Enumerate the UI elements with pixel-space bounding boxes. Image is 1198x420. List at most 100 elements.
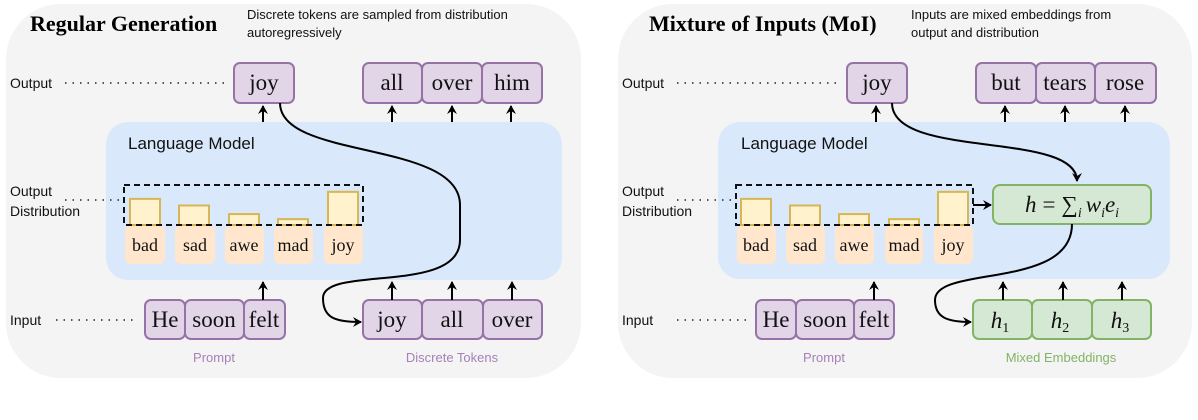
- token-text: He: [152, 307, 179, 332]
- dist-token-mad: mad: [889, 235, 920, 255]
- dist-label-box: [274, 225, 313, 264]
- output-distribution-label-line2: Distribution: [622, 203, 692, 219]
- dist-token-bad: bad: [132, 235, 158, 255]
- output-row-label: Output: [10, 75, 52, 91]
- svg-text:h1: h1: [991, 308, 1010, 336]
- token-text: but: [991, 70, 1021, 95]
- distribution-bars: [129, 190, 359, 227]
- token-text: soon: [192, 307, 236, 332]
- output-token-rose: rose: [1094, 62, 1157, 104]
- distribution-dashed-frame: [735, 184, 974, 226]
- token-text: joy: [376, 307, 407, 332]
- dist-label-box: [324, 225, 363, 264]
- probability-bar-awe: [228, 213, 260, 227]
- mixed-embedding-h1: h1: [972, 299, 1033, 340]
- token-text: soon: [803, 307, 847, 332]
- token-text: him: [494, 70, 530, 95]
- mixture-to-input-curve-arrow: [933, 223, 1073, 327]
- output-token-joy: joy: [233, 62, 295, 104]
- dist-label-box: [737, 225, 776, 264]
- token-text: rose: [1106, 70, 1144, 95]
- token-text: all: [441, 307, 464, 332]
- output-row-label: Output: [622, 75, 664, 91]
- discrete-tokens-caption: Discrete Tokens: [406, 350, 499, 365]
- input-token-all: all: [421, 299, 484, 340]
- language-model-label: Language Model: [128, 134, 255, 153]
- input-row-label: Input: [10, 312, 41, 328]
- prompt-token-felt: felt: [243, 299, 286, 340]
- token-text: joy: [861, 70, 892, 95]
- dist-label-box: [786, 225, 825, 264]
- dist-token-joy: joy: [940, 235, 964, 255]
- dist-token-awe: awe: [840, 235, 869, 255]
- token-text: joy: [248, 70, 279, 95]
- output-token-tears: tears: [1035, 62, 1096, 104]
- dist-label-box: [835, 225, 874, 264]
- dist-token-sad: sad: [183, 235, 207, 255]
- prompt-token-he: He: [144, 299, 186, 340]
- distribution-bars: [740, 190, 969, 227]
- probability-bar-bad: [740, 197, 772, 226]
- dist-label-box: [885, 225, 923, 264]
- probability-bar-awe: [838, 213, 870, 227]
- token-text: tears: [1043, 70, 1086, 95]
- probability-bar-sad: [178, 204, 210, 226]
- dist-label-box: [934, 225, 973, 264]
- dist-token-mad: mad: [278, 235, 309, 255]
- distribution-labels: bad sad awe mad joy: [737, 225, 973, 264]
- feedback-curve-arrow: [279, 102, 461, 327]
- dist-token-awe: awe: [230, 235, 259, 255]
- dist-label-box: [175, 225, 215, 264]
- svg-text:h2: h2: [1051, 308, 1070, 336]
- token-text: over: [492, 307, 533, 332]
- distribution-labels: bad sad awe mad joy: [125, 225, 363, 264]
- output-token-joy: joy: [846, 62, 908, 104]
- output-to-mixture-curve-arrow: [891, 102, 1082, 182]
- panel-subtitle-line1: Discrete tokens are sampled from distrib…: [247, 7, 508, 22]
- output-token-over: over: [421, 62, 483, 104]
- token-text: felt: [859, 307, 890, 332]
- dist-label-box: [125, 225, 165, 264]
- panel-title: Regular Generation: [30, 11, 217, 36]
- dist-token-bad: bad: [743, 235, 769, 255]
- output-token-him: him: [481, 62, 543, 104]
- token-text: all: [381, 70, 404, 95]
- output-distribution-label-line1: Output: [622, 183, 664, 199]
- svg-text:h3: h3: [1111, 308, 1130, 336]
- output-token-all: all: [362, 62, 423, 104]
- prompt-token-he: He: [755, 299, 797, 340]
- token-text: felt: [249, 307, 280, 332]
- probability-bar-joy: [327, 190, 359, 227]
- input-row-label: Input: [622, 312, 653, 328]
- prompt-token-soon: soon: [184, 299, 245, 340]
- panel-subtitle-line1: Inputs are mixed embeddings from: [911, 7, 1111, 22]
- mixture-of-inputs-panel: Mixture of Inputs (MoI) Inputs are mixed…: [618, 4, 1192, 378]
- output-token-but: but: [975, 62, 1037, 104]
- token-text: over: [432, 70, 473, 95]
- probability-bar-joy: [937, 190, 969, 227]
- panel-title: Mixture of Inputs (MoI): [649, 11, 877, 36]
- dist-token-joy: joy: [330, 235, 354, 255]
- regular-generation-panel: Regular Generation Discrete tokens are s…: [6, 4, 581, 378]
- prompt-token-soon: soon: [795, 299, 855, 340]
- probability-bar-sad: [789, 204, 821, 226]
- prompt-caption: Prompt: [803, 350, 845, 365]
- token-text: He: [763, 307, 790, 332]
- output-distribution-label-line1: Output: [10, 183, 52, 199]
- prompt-caption: Prompt: [193, 350, 235, 365]
- output-distribution-label-line2: Distribution: [10, 203, 80, 219]
- input-token-joy: joy: [362, 299, 423, 340]
- prompt-token-felt: felt: [853, 299, 895, 340]
- mixed-embedding-h2: h2: [1031, 299, 1093, 340]
- language-model-label: Language Model: [741, 134, 868, 153]
- probability-bar-bad: [129, 197, 161, 226]
- dist-label-box: [225, 225, 264, 264]
- dist-token-sad: sad: [793, 235, 817, 255]
- panel-subtitle-line2: output and distribution: [911, 25, 1039, 40]
- input-token-over: over: [482, 299, 543, 340]
- probability-bar-mad: [277, 218, 309, 226]
- mixed-embeddings-caption: Mixed Embeddings: [1006, 350, 1117, 365]
